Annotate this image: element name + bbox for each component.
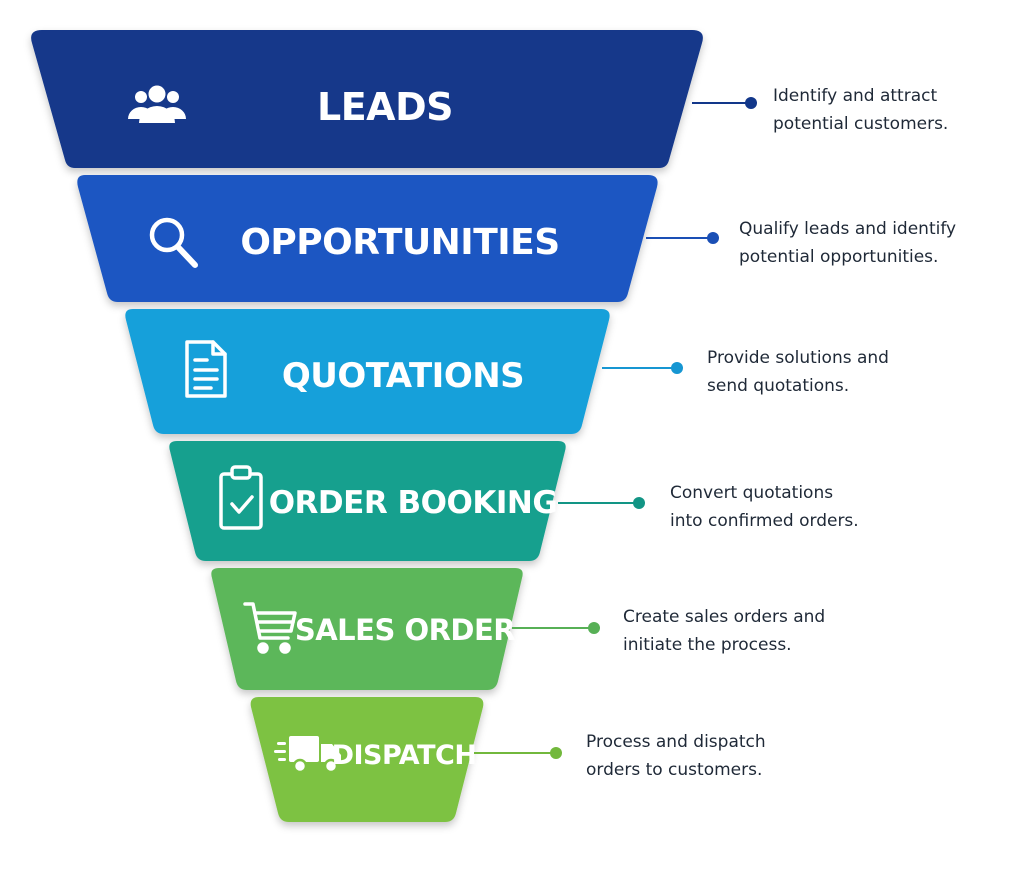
stage-description-order-booking: Convert quotations into confirmed orders… — [670, 479, 859, 535]
stage-label: SALES ORDER — [295, 613, 515, 647]
stage-label: QUOTATIONS — [282, 356, 524, 396]
funnel-stage-quotations[interactable]: QUOTATIONS — [125, 309, 610, 434]
description-line: Convert quotations — [670, 483, 834, 503]
description-line: orders to customers. — [586, 760, 763, 780]
stage-label: ORDER BOOKING — [269, 485, 558, 521]
funnel-stage-sales-order[interactable]: SALES ORDER — [211, 568, 523, 690]
stage-description-leads: Identify and attract potential customers… — [773, 82, 948, 138]
description-line: Create sales orders and — [623, 607, 826, 627]
connector-dot — [588, 622, 600, 634]
funnel-band — [125, 309, 610, 434]
connector-dot — [707, 232, 719, 244]
connector-sales-order — [512, 622, 600, 634]
connector-dispatch — [474, 747, 562, 759]
funnel-stage-order-booking[interactable]: ORDER BOOKING — [169, 441, 566, 561]
funnel-stage-leads[interactable]: LEADS — [31, 30, 703, 168]
stage-label: DISPATCH — [332, 740, 477, 771]
magnifier-icon — [149, 217, 198, 268]
stage-description-dispatch: Process and dispatch orders to customers… — [586, 728, 766, 784]
connector-quotations — [602, 362, 683, 374]
description-line: Qualify leads and identify — [739, 219, 957, 239]
funnel-stage-opportunities[interactable]: OPPORTUNITIES — [77, 175, 658, 302]
description-line: Provide solutions and — [707, 348, 889, 368]
description-line: into confirmed orders. — [670, 511, 859, 531]
users-icon — [128, 85, 186, 123]
description-line: potential customers. — [773, 114, 949, 134]
connector-dot — [745, 97, 757, 109]
description-line: Identify and attract — [773, 86, 938, 106]
funnel-band — [77, 175, 658, 302]
funnel-band — [169, 441, 566, 561]
stage-description-sales-order: Create sales orders and initiate the pro… — [623, 603, 825, 659]
description-line: Process and dispatch — [586, 732, 766, 752]
description-line: initiate the process. — [623, 635, 792, 655]
document-icon — [185, 340, 227, 398]
stage-description-quotations: Provide solutions and send quotations. — [707, 344, 889, 400]
stage-label: OPPORTUNITIES — [240, 222, 559, 263]
funnel-band — [31, 30, 703, 168]
connector-dot — [671, 362, 683, 374]
connector-leads — [692, 97, 757, 109]
description-line: send quotations. — [707, 376, 850, 396]
clipboard-check-icon — [219, 465, 263, 530]
connector-dot — [550, 747, 562, 759]
funnel-stage-dispatch[interactable]: DISPATCH — [250, 697, 484, 822]
description-line: potential opportunities. — [739, 247, 939, 267]
connector-opportunities — [646, 232, 719, 244]
shopping-cart-icon — [243, 602, 297, 654]
funnel-band — [250, 697, 484, 822]
delivery-truck-icon — [274, 736, 341, 774]
connector-dot — [633, 497, 645, 509]
stage-description-opportunities: Qualify leads and identify potential opp… — [739, 215, 956, 271]
connector-order-booking — [558, 497, 645, 509]
funnel-band — [211, 568, 523, 690]
stage-label: LEADS — [317, 85, 453, 129]
